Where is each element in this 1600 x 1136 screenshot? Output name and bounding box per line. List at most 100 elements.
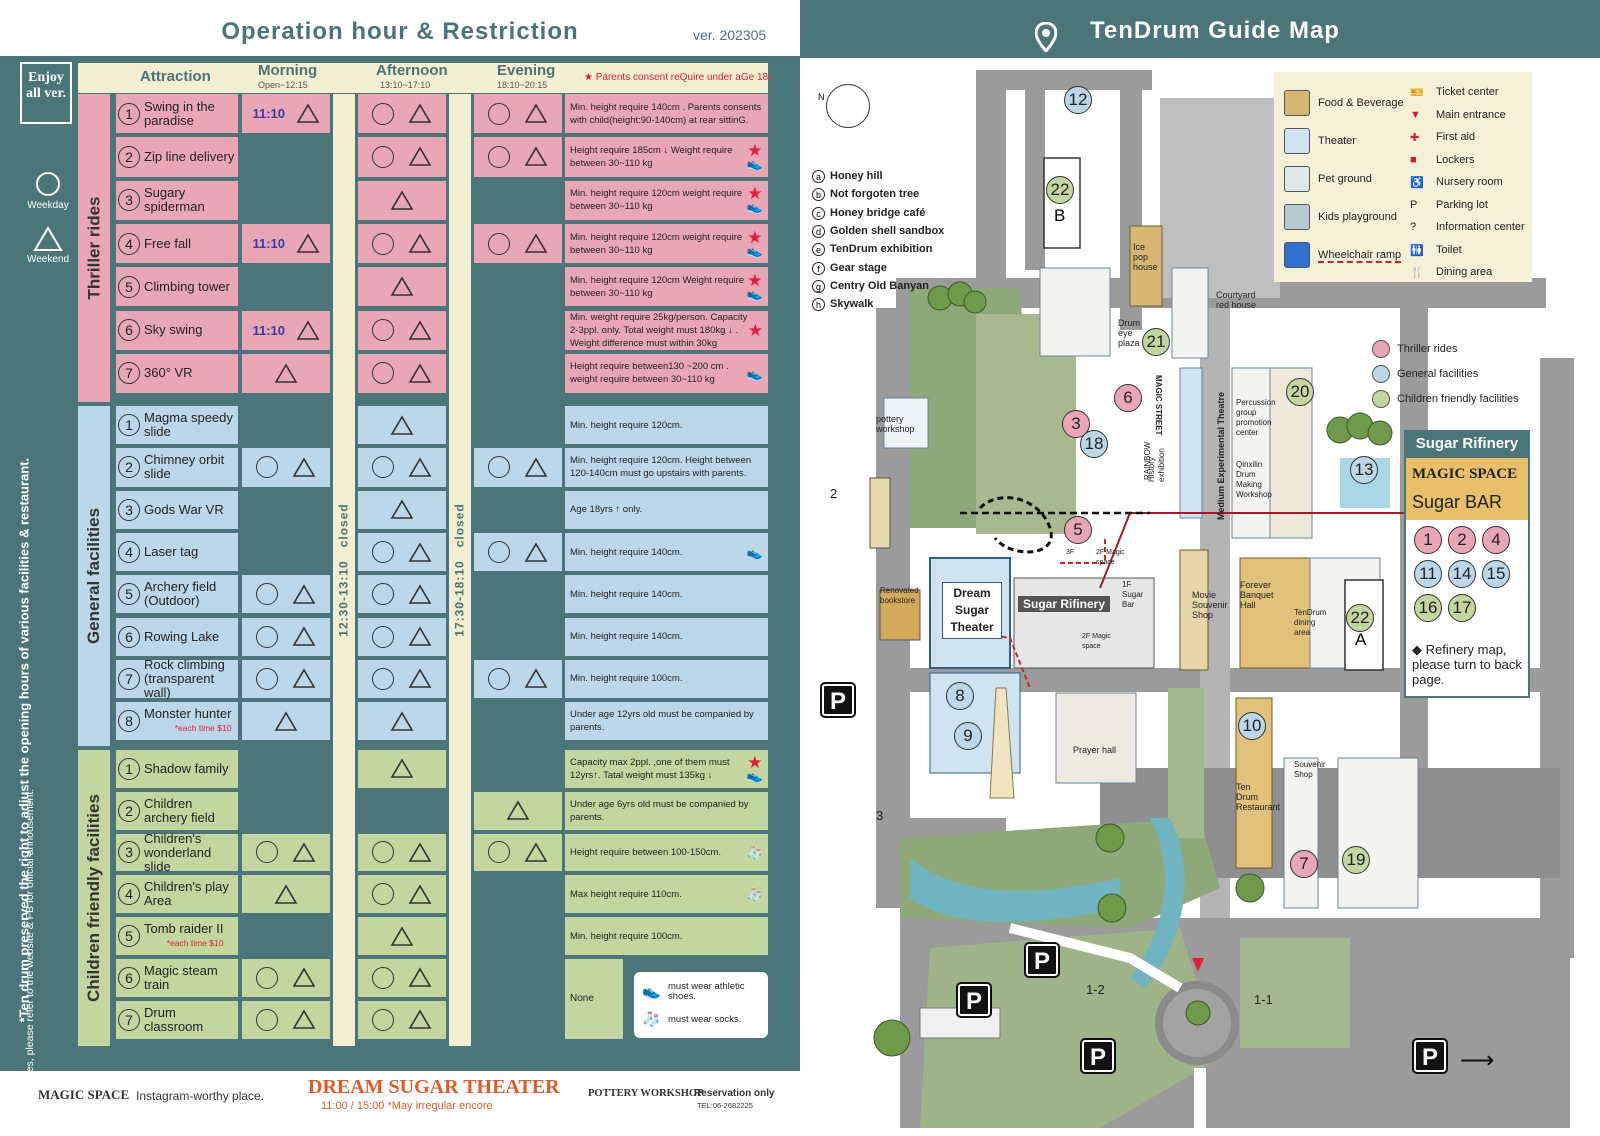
weekday-circle-icon [372, 667, 394, 690]
schedule-cell-m: 11:10 [242, 310, 330, 350]
attraction-name: Rock climbing (transparent wall) [144, 656, 225, 700]
attraction-name: Free fall [144, 235, 191, 251]
attraction-name-wrap: Archery field (Outdoor) [144, 580, 238, 608]
facility-label: General facilities [1397, 368, 1479, 380]
restriction-note: Min. height require 120cm. [565, 406, 768, 445]
weekend-triangle-icon [292, 584, 316, 604]
weekend-triangle-icon [390, 711, 414, 731]
map-letter-a: A [1355, 630, 1367, 649]
attraction-name-wrap: Drum classroom [144, 1005, 238, 1034]
category-children: Children friendly facilities [78, 750, 110, 1046]
restriction-text: Capacity max 2ppl. ,one of them must 12y… [570, 756, 730, 781]
legend-glyph-icon: 🍴 [1410, 267, 1424, 279]
side-note-sub: *Any changes, please refer to the websit… [24, 788, 36, 1126]
weekday-circle-icon [372, 841, 394, 864]
header-attraction: Attraction [140, 68, 211, 85]
shoe-legend-box [634, 972, 768, 1038]
letter-badge: e [812, 243, 825, 257]
letter-badge: a [812, 170, 825, 183]
weekday-circle-icon [372, 625, 394, 648]
map-label-dream-sugar: Dream Sugar Theater [942, 582, 1002, 639]
weekend-triangle-icon [408, 146, 432, 167]
restriction-text: Age 18yrs ↑ only. [570, 504, 643, 516]
star-icon: ★ [747, 752, 763, 772]
restriction-text: Min. height require 120cm weight require… [570, 188, 743, 213]
letter-label: Not forgoten tree [830, 188, 920, 201]
footer-pottery: POTTERY WORKSHOP [588, 1088, 704, 1099]
letter-badge: b [812, 188, 825, 202]
attraction-number: 4 [118, 883, 140, 906]
schedule-cell-a [358, 532, 446, 572]
athletic-shoe-label: must wear athletic shoes. [668, 981, 745, 1002]
restriction-text: Under age 6yrs old must be companied by … [570, 798, 749, 823]
legend-glyph-icon: ▼ [1410, 108, 1421, 121]
legend-label: Wheelchair ramp [1318, 249, 1402, 263]
schedule-cell-m [242, 792, 330, 830]
attraction-name: Monster hunter [144, 706, 232, 722]
athletic-shoe-icon: 👟 [746, 199, 763, 215]
compass-north: N [818, 92, 825, 102]
restriction-note: Height require between 100-150cm.🧦 [565, 833, 768, 872]
attraction-name-wrap: Magic steam train [144, 963, 238, 992]
restriction-text: Min. height require 100cm. [570, 673, 683, 685]
attraction-name: Magma speedy slide [144, 410, 233, 440]
schedule-cell-e [474, 917, 562, 955]
attraction-name: Swing in the paradise [144, 98, 215, 128]
attraction-number: 1 [118, 414, 140, 437]
restriction-icons: ★ [747, 320, 763, 340]
refinery-number: 16 [1414, 594, 1442, 622]
schedule-cell-a [358, 917, 446, 955]
version-label: ver. 202305 [693, 27, 767, 43]
star-icon: ★ [747, 227, 763, 247]
attraction-number: 6 [118, 625, 140, 648]
footer [0, 1071, 800, 1136]
weekday-circle-icon [372, 1008, 394, 1031]
restriction-note: Min. height require 140cm. [565, 617, 768, 656]
attraction-name-wrap: Rowing Lake [144, 629, 219, 644]
schedule-cell-a [358, 659, 446, 699]
arrow-right-icon: ⟶ [1460, 1047, 1495, 1074]
category-general: General facilities [78, 406, 110, 746]
schedule-cell-e [474, 223, 562, 264]
weekend-triangle-icon [274, 363, 298, 383]
guide-map-panel: TenDrum Guide Map [800, 0, 1600, 1136]
weekend-triangle-icon [390, 926, 414, 946]
map-label-percussion: Percussion group promotion center [1236, 398, 1276, 437]
attraction-price: *each time $10 [174, 723, 232, 734]
weekend-triangle-icon [408, 668, 432, 689]
legend-label: First aid [1436, 131, 1476, 143]
sock-label: must wear socks. [668, 1014, 742, 1025]
restriction-note: Min. height require 120cm weight require… [565, 223, 768, 264]
weekday-circle-icon [372, 541, 394, 564]
restriction-icons: ★👟 [747, 227, 763, 257]
attraction-name: Children archery field [144, 795, 215, 825]
weekend-triangle-icon [408, 884, 432, 904]
schedule-cell-m [242, 181, 330, 220]
facility-color-dot [1372, 365, 1390, 383]
restriction-text: Min. height require 120cm. [570, 419, 683, 431]
map-label-souvenir: Souvenir Shop [1294, 760, 1326, 779]
legend-glyph-icon: ■ [1410, 153, 1417, 166]
map-label-pottery: pottery workshop [876, 414, 915, 434]
restriction-text: Min. height require 120cm weight require… [570, 231, 743, 256]
weekend-triangle-icon [524, 103, 548, 123]
attraction-name-wrap: Magma speedy slide [144, 411, 238, 439]
legend-label: Parking lot [1436, 198, 1488, 211]
weekday-circle-icon [372, 362, 394, 385]
attraction-number: 5 [118, 583, 140, 606]
star-icon: ★ [747, 320, 763, 340]
attraction-name-wrap: Shadow family [144, 761, 229, 776]
attraction-number: 3 [118, 498, 140, 521]
letter-label: Centry Old Banyan [830, 279, 930, 292]
schedule-cell-m [242, 833, 330, 872]
athletic-shoe-icon: 👟 [642, 983, 661, 1000]
schedule-cell-m [242, 575, 330, 614]
attraction-number: 8 [118, 710, 140, 733]
letter-badge: h [812, 298, 825, 312]
restriction-note: Under age 12yrs old must be companied by… [565, 702, 768, 741]
attraction-name: Zip line delivery [144, 148, 235, 164]
